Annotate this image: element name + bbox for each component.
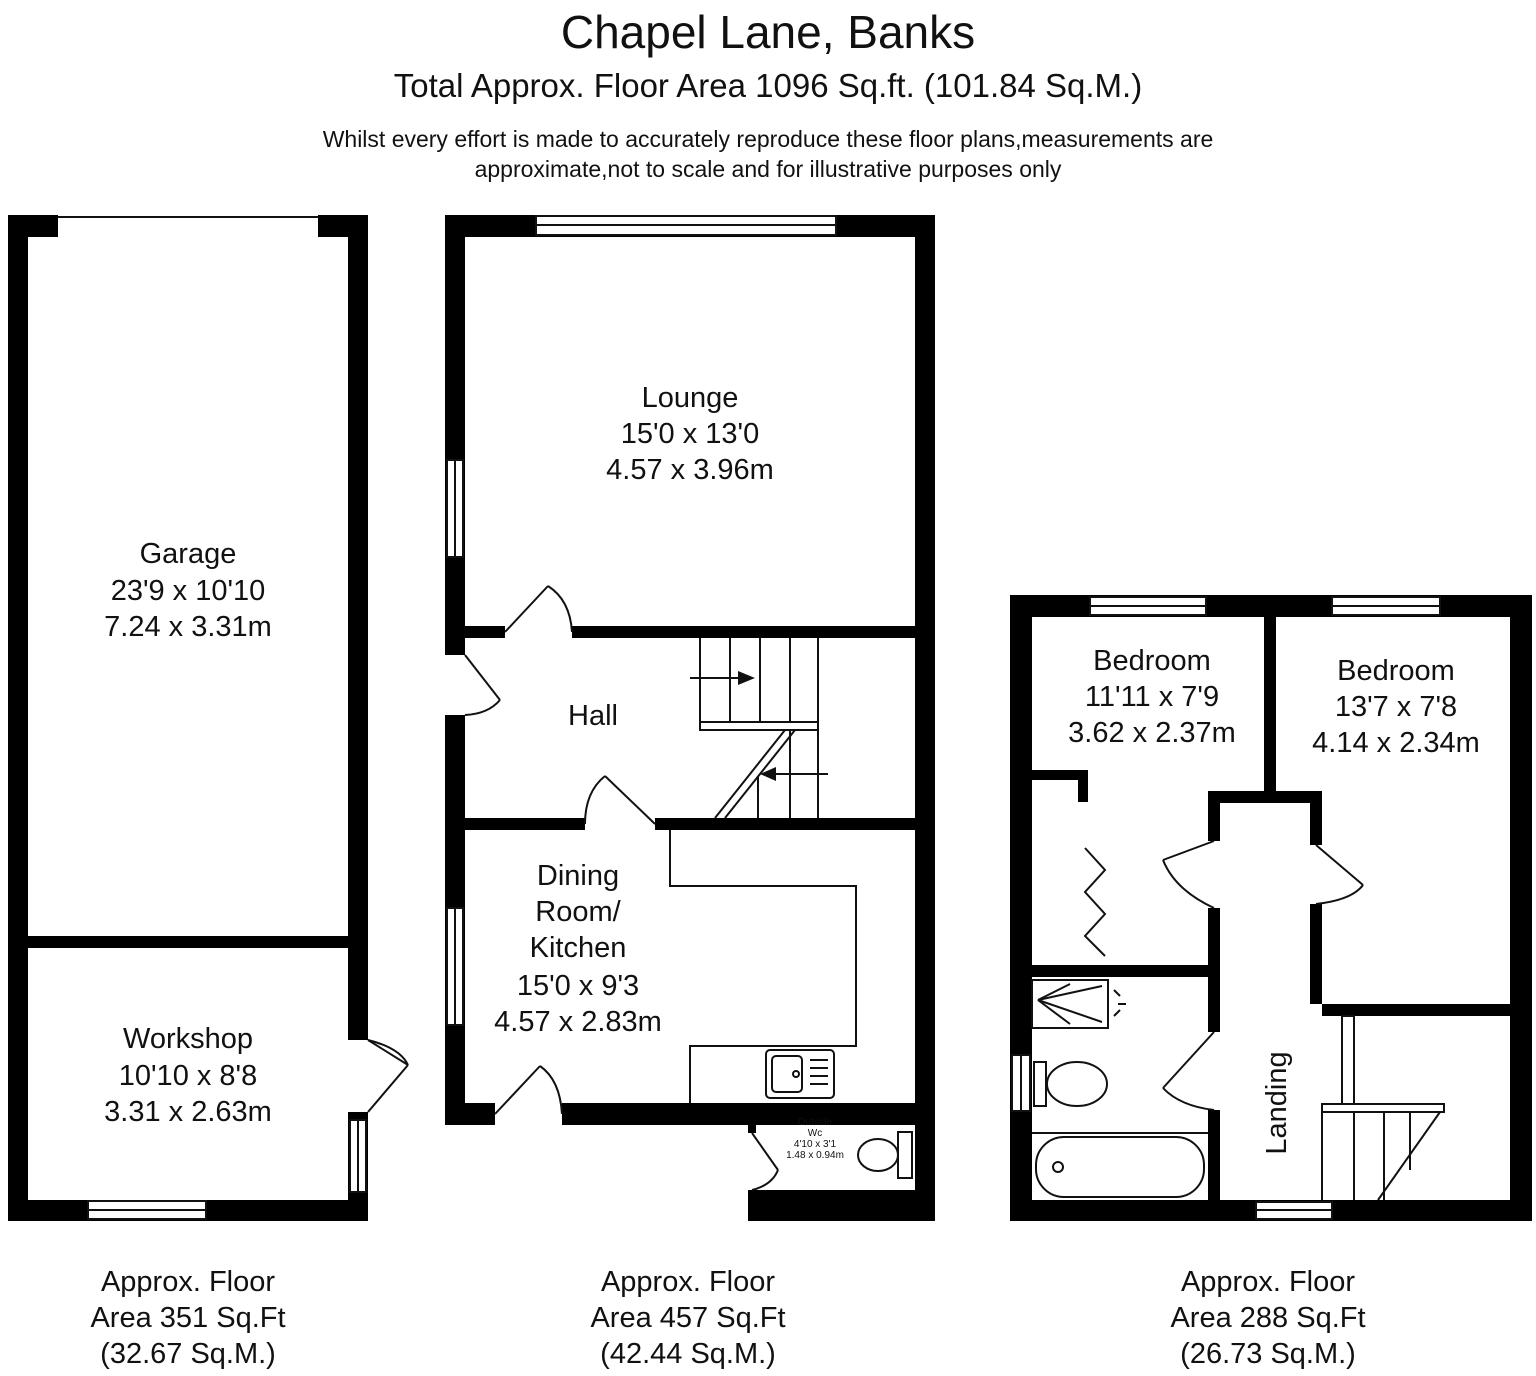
bedroom-1-metric: 3.62 x 2.37m [1068,717,1236,749]
bedroom-2-label: Bedroom 13'7 x 7'8 4.14 x 2.34m [1312,655,1480,759]
workshop-imperial: 10'10 x 8'8 [119,1060,257,1092]
staircase-first [1321,1015,1445,1201]
first-area-line2: Area 288 Sq.Ft [1170,1302,1366,1334]
kitchen-units [669,830,857,1103]
workshop-door-swing [367,1039,409,1113]
bedroom-2-imperial: 13'7 x 7'8 [1335,691,1457,723]
lounge-imperial: 15'0 x 13'0 [621,418,759,450]
first-floor-area: Approx. Floor Area 288 Sq.Ft (26.73 Sq.M… [1088,1264,1448,1372]
kitchen-sink [765,1049,835,1099]
ground-floor-plan [445,215,935,1221]
total-floor-area: Total Approx. Floor Area 1096 Sq.ft. (10… [393,67,1143,104]
workshop-name: Workshop [123,1023,253,1055]
wc-name-line1: Outside [798,1117,833,1128]
dining-name-line1: Dining [537,860,619,892]
outbuilding-area-line2: Area 351 Sq.Ft [90,1302,286,1334]
stair-arrows [738,671,776,781]
page-title: Chapel Lane, Banks [560,6,976,58]
ground-area-line3: (42.44 Sq.M.) [600,1338,776,1370]
garage-name: Garage [140,538,237,570]
dining-side-window [446,907,464,1026]
wc-metric: 1.48 x 0.94m [786,1150,844,1161]
dining-kitchen-label: Dining Room/ Kitchen 15'0 x 9'3 4.57 x 2… [494,860,662,1038]
wc-name-line2: Wc [808,1128,822,1139]
bedroom-1-name: Bedroom [1093,645,1211,677]
dining-name-line2: Room/ [535,896,621,928]
lounge-label: Lounge 15'0 x 13'0 4.57 x 3.96m [606,382,774,486]
lounge-window [535,215,837,236]
disclaimer-line-2: approximate,not to scale and for illustr… [474,156,1062,182]
bedroom-1-imperial: 11'11 x 7'9 [1085,681,1219,713]
disclaimer-line-1: Whilst every effort is made to accuratel… [322,126,1214,152]
bathroom-fixtures [1031,979,1208,1198]
landing-name: Landing [1261,1051,1293,1154]
ground-floor-area: Approx. Floor Area 457 Sq.Ft (42.44 Sq.M… [508,1264,868,1372]
first-floor-windows [1011,596,1441,1220]
dining-metric: 4.57 x 2.83m [494,1006,662,1038]
workshop-side-window [349,1119,367,1193]
lounge-metric: 4.57 x 3.96m [606,454,774,486]
garage-label: Garage 23'9 x 10'10 7.24 x 3.31m [104,538,272,643]
disclaimer: Whilst every effort is made to accuratel… [0,124,1536,184]
dining-imperial: 15'0 x 9'3 [517,970,639,1002]
first-area-line1: Approx. Floor [1180,1266,1356,1298]
staircase-ground [690,638,828,819]
first-floor-plan [1010,595,1532,1221]
outside-wc-label: Outside Wc 4'10 x 3'1 1.48 x 0.94m [786,1117,844,1161]
outbuilding-area-line3: (32.67 Sq.M.) [100,1338,276,1370]
wardrobe [1083,847,1107,957]
bedroom-2-name: Bedroom [1337,655,1455,687]
workshop-metric: 3.31 x 2.63m [104,1096,272,1128]
ground-floor-doors [464,585,779,1191]
outbuilding-floor-area: Approx. Floor Area 351 Sq.Ft (32.67 Sq.M… [8,1264,368,1372]
lounge-side-window [446,459,464,558]
workshop-window [87,1200,207,1220]
garage-metric: 7.24 x 3.31m [104,611,272,643]
first-area-line3: (26.73 Sq.M.) [1180,1338,1356,1370]
outside-wc-toilet [857,1131,913,1179]
outbuilding-plan [8,215,409,1221]
bedroom-2-metric: 4.14 x 2.34m [1312,727,1480,759]
workshop-label: Workshop 10'10 x 8'8 3.31 x 2.63m [104,1023,272,1128]
wc-imperial: 4'10 x 3'1 [794,1139,837,1150]
ground-area-line1: Approx. Floor [600,1266,776,1298]
outbuilding-area-line1: Approx. Floor [100,1266,276,1298]
first-floor-doors [1162,840,1364,1111]
lounge-name: Lounge [642,382,739,414]
dining-name-line3: Kitchen [530,932,627,964]
bedroom-1-label: Bedroom 11'11 x 7'9 3.62 x 2.37m [1068,645,1236,749]
ground-area-line2: Area 457 Sq.Ft [590,1302,786,1334]
garage-imperial: 23'9 x 10'10 [111,575,266,607]
hall-name: Hall [568,700,618,732]
